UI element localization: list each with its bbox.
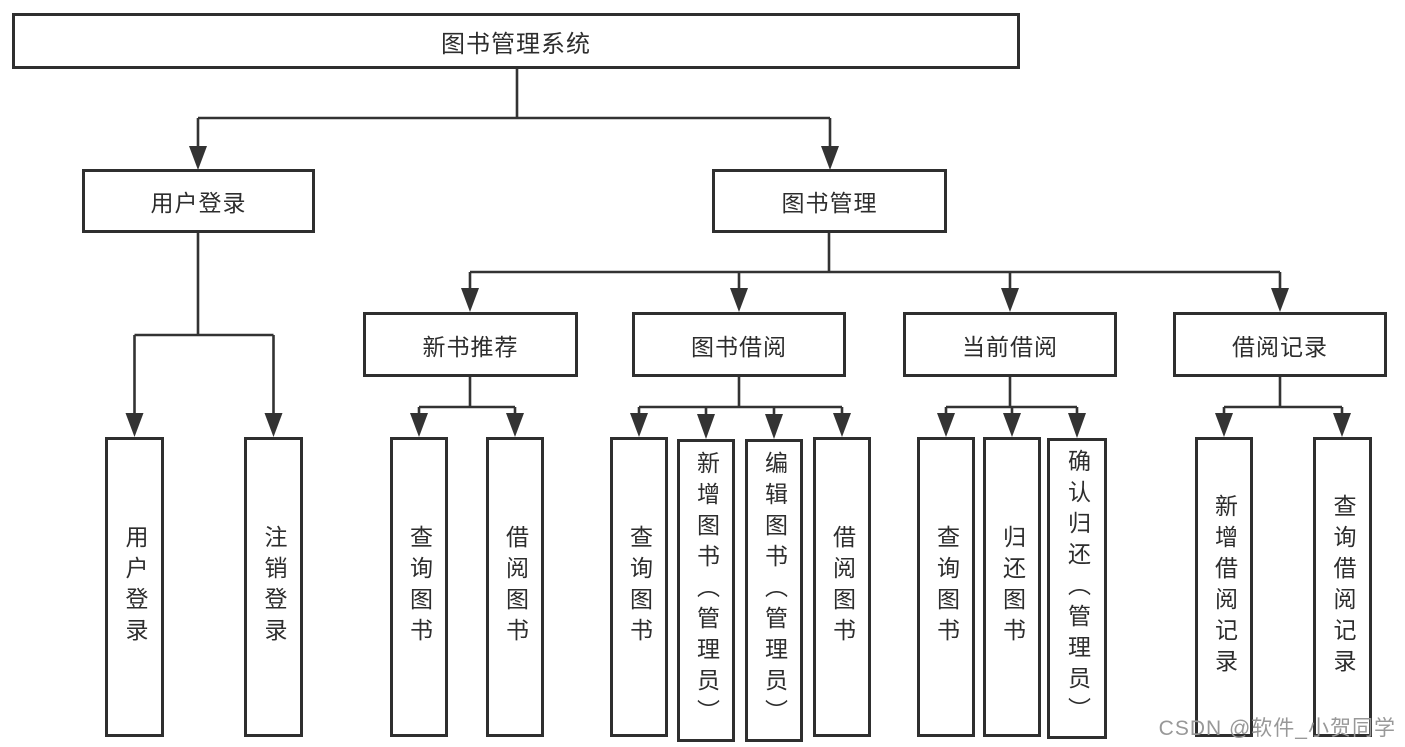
leaf-add-book-admin: 新增图书（管理员） <box>677 439 735 742</box>
csdn-watermark: CSDN @软件_小贺同学 <box>1158 717 1396 740</box>
node-label: 查询图书 <box>626 525 653 649</box>
node-label: 确认归还（管理员） <box>1064 449 1091 728</box>
node-label: 编辑图书（管理员） <box>761 451 788 730</box>
leaf-query-books-2: 查询图书 <box>610 437 668 737</box>
node-borrowing-records: 借阅记录 <box>1173 312 1387 377</box>
leaf-edit-book-admin: 编辑图书（管理员） <box>745 439 803 742</box>
leaf-add-borrow-record: 新增借阅记录 <box>1195 437 1253 737</box>
node-label: 新书推荐 <box>422 333 519 360</box>
node-label: 新增图书（管理员） <box>693 451 720 730</box>
node-label: 当前借阅 <box>962 333 1058 360</box>
node-book-management-branch: 图书管理 <box>712 169 947 233</box>
leaf-borrow-books-1: 借阅图书 <box>486 437 544 737</box>
node-label: 归还图书 <box>999 525 1026 649</box>
leaf-return-books: 归还图书 <box>983 437 1041 737</box>
node-user-login-branch: 用户登录 <box>82 169 315 233</box>
node-label: 新增借阅记录 <box>1211 494 1238 680</box>
leaf-query-books-3: 查询图书 <box>917 437 975 737</box>
node-label: 查询图书 <box>406 525 433 649</box>
leaf-query-books-1: 查询图书 <box>390 437 448 737</box>
node-book-borrowing: 图书借阅 <box>632 312 846 377</box>
node-label: 图书借阅 <box>691 333 787 360</box>
leaf-confirm-return-admin: 确认归还（管理员） <box>1047 438 1107 739</box>
node-label: 查询借阅记录 <box>1330 494 1356 680</box>
node-label: 借阅记录 <box>1232 333 1328 360</box>
node-label: 查询图书 <box>933 525 960 649</box>
node-label: 图书管理 <box>781 190 878 216</box>
node-label: 用户登录 <box>150 190 247 216</box>
node-label: 借阅图书 <box>829 525 856 649</box>
node-label: 注销登录 <box>261 525 287 649</box>
node-label: 图书管理系统 <box>441 30 591 58</box>
leaf-borrow-books-2: 借阅图书 <box>813 437 871 737</box>
leaf-logout: 注销登录 <box>244 437 303 737</box>
node-label: 借阅图书 <box>502 525 529 649</box>
node-new-book-recommend: 新书推荐 <box>363 312 578 377</box>
leaf-user-login: 用户登录 <box>105 437 164 737</box>
node-library-management-system: 图书管理系统 <box>12 13 1020 69</box>
node-current-borrowing: 当前借阅 <box>903 312 1117 377</box>
leaf-query-borrow-record: 查询借阅记录 <box>1313 437 1372 737</box>
node-label: 用户登录 <box>122 525 148 649</box>
